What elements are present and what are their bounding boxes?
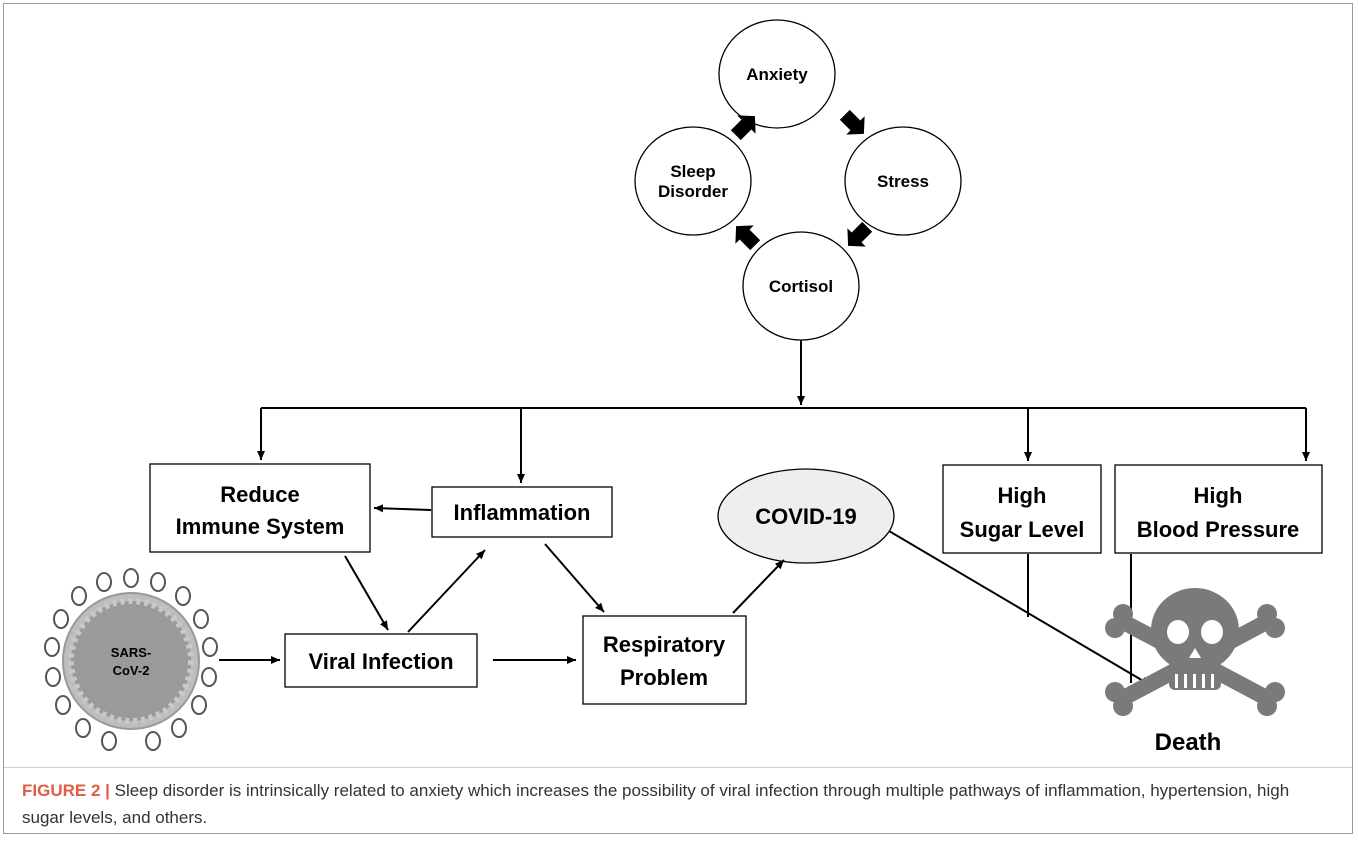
flow-diagram: Anxiety Stress Sleep Disorder Cortisol R… — [44, 19, 1323, 756]
viral-infection-node: Viral Infection — [284, 633, 478, 688]
skull-crossbones-icon — [1105, 588, 1285, 716]
reduce-immune-label-1: Reduce — [220, 482, 299, 507]
high-sugar-node: High Sugar Level — [942, 464, 1102, 554]
respiratory-label-2: Problem — [620, 665, 708, 690]
sleep-disorder-label-1: Sleep — [670, 162, 715, 181]
sleep-disorder-label-2: Disorder — [658, 182, 728, 201]
high-sugar-label-1: High — [998, 483, 1047, 508]
covid-ellipse — [717, 468, 895, 564]
viral-infection-label: Viral Infection — [308, 649, 453, 674]
caption-divider — [4, 767, 1352, 768]
caption-label: FIGURE 2 — [22, 781, 101, 800]
respiratory-node: Respiratory Problem — [582, 615, 747, 705]
arrow-covid-to-death — [888, 530, 1151, 686]
reduce-immune-label-2: Immune System — [176, 514, 345, 539]
covid-label: COVID-19 — [755, 504, 856, 529]
stress-node: Stress — [844, 126, 962, 236]
arrow-inflammation-to-respiratory — [544, 543, 605, 613]
high-bp-node: High Blood Pressure — [1114, 464, 1323, 554]
cycle-arrow-cortisol-sleep — [735, 225, 761, 251]
high-bp-label-1: High — [1194, 483, 1243, 508]
arrow-immune-to-viral — [344, 555, 389, 631]
figure-caption: FIGURE 2 | Sleep disorder is intrinsical… — [22, 777, 1332, 831]
cortisol-node: Cortisol — [742, 231, 860, 341]
cortisol-distribution — [257, 340, 1310, 483]
sleep-disorder-node: Sleep Disorder — [634, 126, 752, 236]
caption-text: Sleep disorder is intrinsically related … — [22, 781, 1290, 827]
anxiety-node: Anxiety — [718, 19, 836, 129]
anxiety-label: Anxiety — [746, 65, 808, 84]
figure-frame — [3, 3, 1353, 834]
inflammation-label: Inflammation — [454, 500, 591, 525]
stress-label: Stress — [877, 172, 929, 191]
death-label: Death — [1155, 729, 1222, 756]
reduce-immune-node: Reduce Immune System — [149, 463, 371, 553]
high-bp-label-2: Blood Pressure — [1137, 517, 1300, 542]
high-sugar-label-2: Sugar Level — [960, 517, 1085, 542]
virus-label-2: CoV-2 — [113, 663, 150, 678]
flow-arrows — [219, 504, 1151, 686]
arrow-viral-to-inflammation — [407, 549, 486, 633]
arrow-respiratory-to-covid — [732, 559, 785, 614]
inflammation-node: Inflammation — [431, 486, 613, 538]
virus-icon: SARS- CoV-2 — [44, 568, 218, 751]
caption-separator: | — [100, 781, 115, 800]
cycle-arrow-anxiety-stress — [839, 109, 865, 135]
respiratory-label-1: Respiratory — [603, 632, 726, 657]
cycle-arrow-stress-cortisol — [847, 221, 873, 247]
cortisol-label: Cortisol — [769, 277, 833, 296]
virus-label-1: SARS- — [111, 645, 151, 660]
cycle-arrow-sleep-anxiety — [730, 115, 756, 141]
arrow-inflammation-to-immune — [373, 504, 432, 513]
covid-node: COVID-19 — [717, 468, 895, 564]
